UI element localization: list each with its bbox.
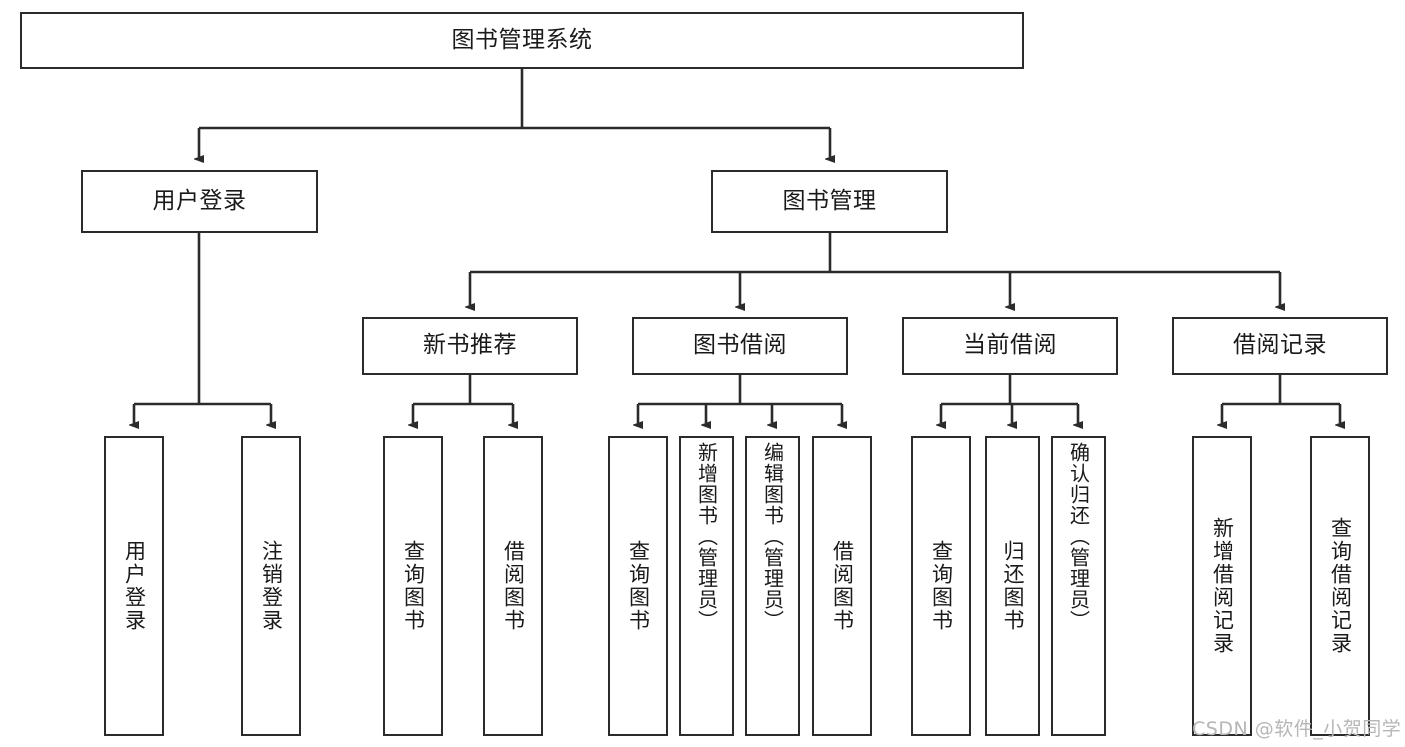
node-new-book-rec[interactable]: 新书推荐 [362,317,578,375]
node-book-borrow-label: 图书借阅 [693,332,787,359]
node-user-login-label: 用户登录 [152,187,247,214]
node-leaf-query-book-3[interactable]: 查询图书 [911,436,971,736]
node-new-book-rec-label: 新书推荐 [423,332,517,359]
node-book-borrow[interactable]: 图书借阅 [632,317,848,375]
node-leaf-borrow-book-1-label: 借阅图书 [501,540,526,632]
node-book-manage[interactable]: 图书管理 [711,170,948,233]
node-leaf-query-book-3-label: 查询图书 [929,540,954,632]
node-borrow-record[interactable]: 借阅记录 [1172,317,1388,375]
node-leaf-edit-book-admin-label: 编辑图书（管理员） [760,442,785,631]
node-leaf-borrow-book-2[interactable]: 借阅图书 [812,436,872,736]
node-root-label: 图书管理系统 [451,26,593,53]
node-leaf-return-book[interactable]: 归还图书 [985,436,1040,736]
node-borrow-record-label: 借阅记录 [1233,332,1327,359]
node-leaf-query-book-1-label: 查询图书 [401,540,426,632]
node-leaf-return-book-label: 归还图书 [1001,540,1025,632]
node-leaf-add-borrow-record[interactable]: 新增借阅记录 [1192,436,1252,736]
node-root[interactable]: 图书管理系统 [20,12,1024,69]
node-leaf-add-borrow-record-label: 新增借阅记录 [1210,517,1235,655]
node-leaf-borrow-book-2-label: 借阅图书 [830,540,855,632]
node-leaf-user-login-label: 用户登录 [122,540,147,632]
node-leaf-user-login[interactable]: 用户登录 [104,436,164,736]
node-leaf-query-book-1[interactable]: 查询图书 [383,436,443,736]
node-leaf-query-book-2[interactable]: 查询图书 [608,436,668,736]
node-book-manage-label: 图书管理 [782,187,877,214]
node-leaf-user-logout-label: 注销登录 [259,540,284,632]
node-leaf-confirm-return-admin-label: 确认归还（管理员） [1066,442,1091,631]
node-user-login[interactable]: 用户登录 [81,170,318,233]
node-leaf-add-book-admin[interactable]: 新增图书（管理员） [679,436,734,736]
node-current-borrow-label: 当前借阅 [963,332,1057,359]
csdn-watermark: CSDN @软件_小贺同学 [1192,718,1402,740]
node-leaf-query-book-2-label: 查询图书 [626,540,651,632]
node-leaf-confirm-return-admin[interactable]: 确认归还（管理员） [1051,436,1106,736]
node-leaf-edit-book-admin[interactable]: 编辑图书（管理员） [745,436,800,736]
node-leaf-user-logout[interactable]: 注销登录 [241,436,301,736]
node-leaf-query-borrow-record[interactable]: 查询借阅记录 [1310,436,1370,736]
node-leaf-add-book-admin-label: 新增图书（管理员） [694,442,719,631]
node-leaf-borrow-book-1[interactable]: 借阅图书 [483,436,543,736]
node-current-borrow[interactable]: 当前借阅 [902,317,1118,375]
node-leaf-query-borrow-record-label: 查询借阅记录 [1328,517,1353,655]
